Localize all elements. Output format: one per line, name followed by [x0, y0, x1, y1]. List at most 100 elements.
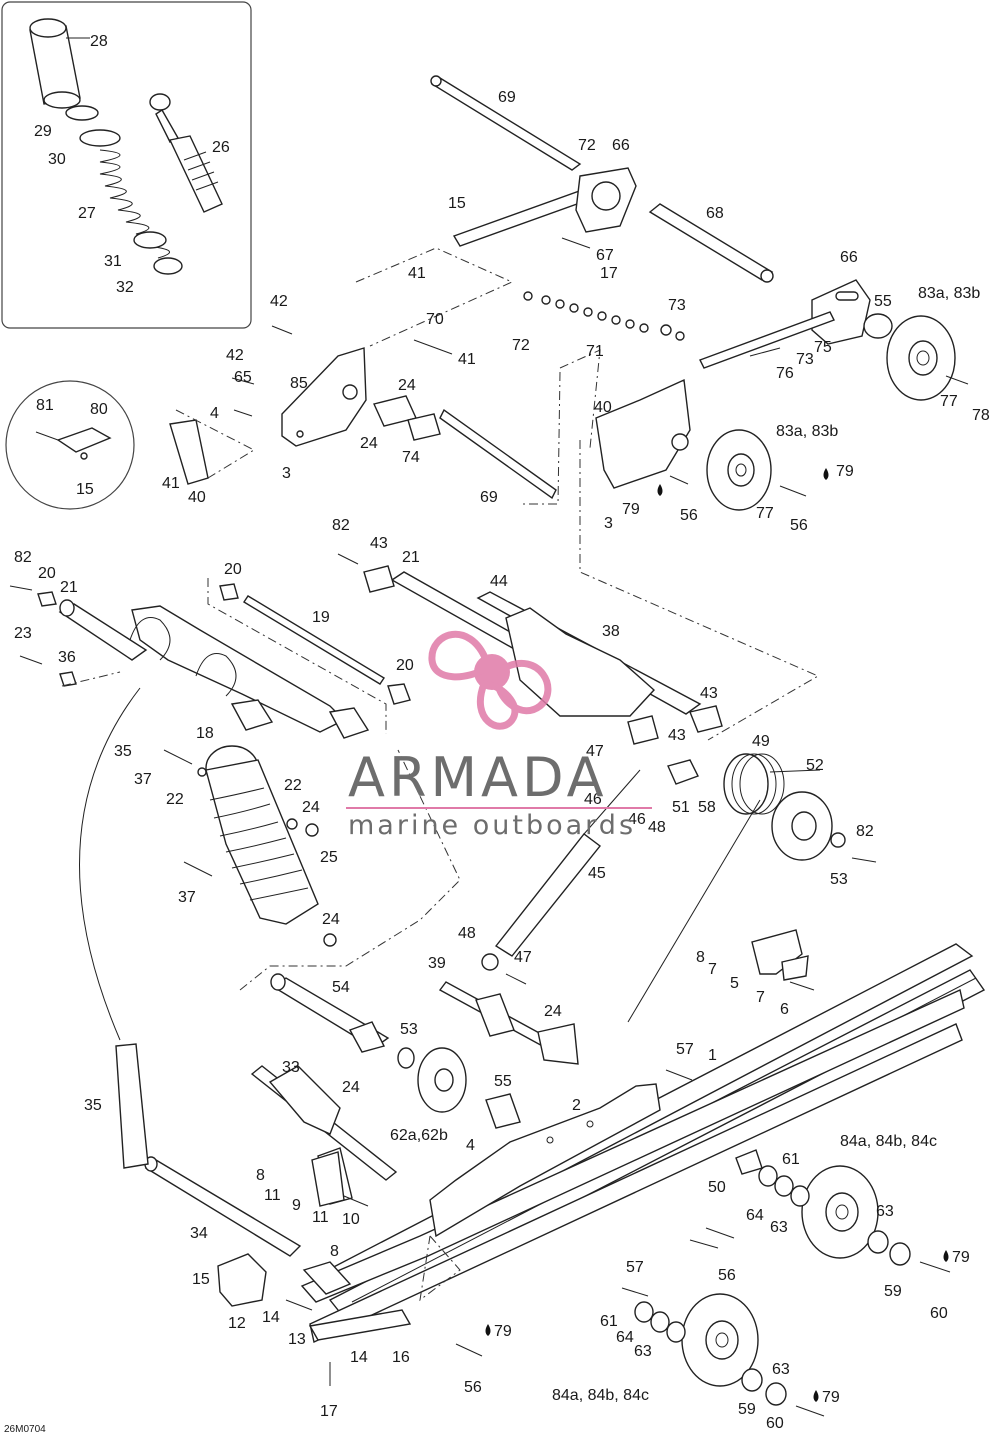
idler-wheel-84-right [801, 1165, 879, 1259]
callout-50: 50 [708, 1179, 726, 1196]
callout-42: 42 [270, 293, 288, 310]
callout-82: 82 [14, 549, 32, 566]
callout-14: 14 [262, 1309, 280, 1326]
idler-wheel-62 [417, 1047, 467, 1113]
callout-24: 24 [342, 1079, 360, 1096]
callout-73: 73 [796, 351, 814, 368]
watermark-brand: ARMADA [348, 746, 608, 809]
shaft-69-lower [439, 408, 557, 500]
callout-84b: 84a, 84b, 84c [552, 1387, 649, 1404]
callout-46: 46 [584, 791, 602, 808]
upper-arm-plate-right [811, 279, 871, 345]
callout-11: 11 [312, 1209, 329, 1226]
callout-41: 41 [458, 351, 476, 368]
callout-5: 5 [730, 975, 739, 992]
callout-59: 59 [884, 1283, 902, 1300]
callout-4: 4 [210, 405, 219, 422]
cross-shaft-19 [243, 595, 385, 685]
watermark-tagline: marine outboards [348, 810, 636, 841]
callout-82: 82 [332, 517, 350, 534]
callout-17: 17 [600, 265, 618, 282]
callout-74: 74 [402, 449, 420, 466]
callout-11: 11 [264, 1187, 281, 1204]
callout-52: 52 [806, 757, 824, 774]
spacer-55-upper [863, 313, 893, 339]
callout-35: 35 [84, 1097, 102, 1114]
callout-83b: 83a, 83b [776, 423, 838, 440]
callout-4: 4 [466, 1137, 475, 1154]
callout-25: 25 [320, 849, 338, 866]
right-hanger-bracket [595, 378, 691, 489]
callout-79: 79 [822, 1389, 840, 1406]
callout-60: 60 [766, 1415, 784, 1432]
callout-24: 24 [302, 799, 320, 816]
diagram-code: 26M0704 [4, 1424, 46, 1435]
callout-40: 40 [188, 489, 206, 506]
callout-66: 66 [612, 137, 630, 154]
shock-detail-inset [1, 1, 252, 329]
callout-55: 55 [874, 293, 892, 310]
callout-66: 66 [840, 249, 858, 266]
callout-43: 43 [668, 727, 686, 744]
callout-55: 55 [494, 1073, 512, 1090]
callout-51: 51 [672, 799, 690, 816]
spring-seat [79, 129, 121, 147]
bushings-20 [37, 583, 411, 705]
bracket-11 [311, 1151, 345, 1207]
spacer-74 [373, 395, 441, 441]
callout-82: 82 [856, 823, 874, 840]
callout-77: 77 [756, 505, 774, 522]
idler-wheel-52 [771, 791, 846, 861]
ring-53 [397, 1047, 415, 1069]
callout-65: 65 [234, 369, 252, 386]
callout-77: 77 [940, 393, 958, 410]
callout-8: 8 [330, 1243, 339, 1260]
callout-37: 37 [134, 771, 152, 788]
callout-34: 34 [190, 1225, 208, 1242]
callout-69: 69 [498, 89, 516, 106]
callout-41: 41 [408, 265, 426, 282]
callout-79: 79 [952, 1249, 970, 1266]
callout-8: 8 [256, 1167, 265, 1184]
callout-70: 70 [426, 311, 444, 328]
rail-end-16 [302, 1261, 412, 1341]
callout-79: 79 [836, 463, 854, 480]
callout-72: 72 [578, 137, 596, 154]
callout-76: 76 [776, 365, 794, 382]
callout-72: 72 [512, 337, 530, 354]
callout-63: 63 [876, 1203, 894, 1220]
relation-line [520, 349, 601, 505]
relation-line [579, 440, 820, 741]
callout-15: 15 [448, 195, 466, 212]
callout-9: 9 [292, 1197, 301, 1214]
callout-64: 64 [616, 1329, 634, 1346]
callout-81: 81 [36, 397, 54, 414]
callout-68: 68 [706, 205, 724, 222]
callout-63: 63 [770, 1219, 788, 1236]
callout-85: 85 [290, 375, 308, 392]
callout-24: 24 [544, 1003, 562, 1020]
callout-24: 24 [398, 377, 416, 394]
callout-14: 14 [350, 1349, 368, 1366]
callout-47: 47 [514, 949, 532, 966]
strap-35 [115, 1043, 149, 1169]
callout-43: 43 [370, 535, 388, 552]
callout-29: 29 [34, 123, 52, 140]
callout-23: 23 [14, 625, 32, 642]
callout-53: 53 [830, 871, 848, 888]
callout-78: 78 [972, 407, 990, 424]
callout-64: 64 [746, 1207, 764, 1224]
callout-22: 22 [166, 791, 184, 808]
idler-tube [648, 203, 774, 283]
callout-31: 31 [104, 253, 122, 270]
callout-56: 56 [790, 517, 808, 534]
callout-28: 28 [90, 33, 108, 50]
rear-shock-25 [205, 745, 337, 947]
callout-46: 46 [628, 811, 646, 828]
callout-18: 18 [196, 725, 214, 742]
callout-83a: 83a, 83b [918, 285, 980, 302]
bracket-detail-circle [5, 380, 135, 510]
upper-arm-plate [575, 167, 637, 233]
leader-curve [79, 687, 141, 1041]
